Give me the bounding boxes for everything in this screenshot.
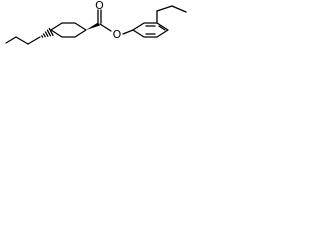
chemical-structure-diagram: O O — [5, 0, 187, 45]
propyl-chain-left — [5, 36, 41, 45]
ester-oxygen-label: O — [113, 28, 122, 41]
aryl-ether-bond — [122, 29, 134, 35]
ester-bond — [99, 23, 112, 32]
hashed-wedge-bond — [41, 27, 54, 38]
propyl-chain-right — [156, 5, 187, 24]
cyclohexane-ring — [50, 22, 87, 38]
bold-wedge-bond — [86, 22, 100, 30]
carbonyl-double-bond — [97, 9, 102, 24]
carbonyl-oxygen-label: O — [95, 0, 104, 12]
benzene-ring — [132, 22, 169, 38]
benzene-inner-bond-3 — [158, 25, 166, 31]
